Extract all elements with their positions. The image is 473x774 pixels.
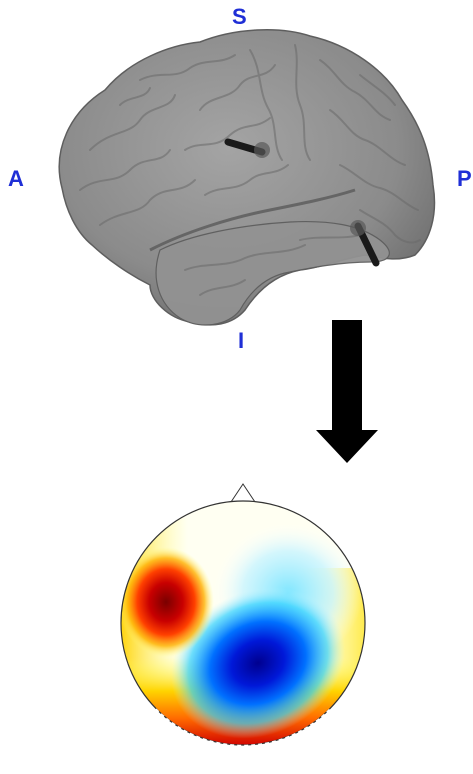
eeg-topomap xyxy=(118,478,368,768)
orientation-label-superior: S xyxy=(232,6,247,28)
brain-surface-view xyxy=(0,0,473,340)
orientation-label-anterior: A xyxy=(8,168,24,190)
orientation-label-inferior: I xyxy=(238,330,244,352)
head-nose xyxy=(231,484,255,502)
topomap-field xyxy=(118,478,368,768)
orientation-label-posterior: P xyxy=(457,168,472,190)
down-arrow-icon xyxy=(314,320,380,465)
